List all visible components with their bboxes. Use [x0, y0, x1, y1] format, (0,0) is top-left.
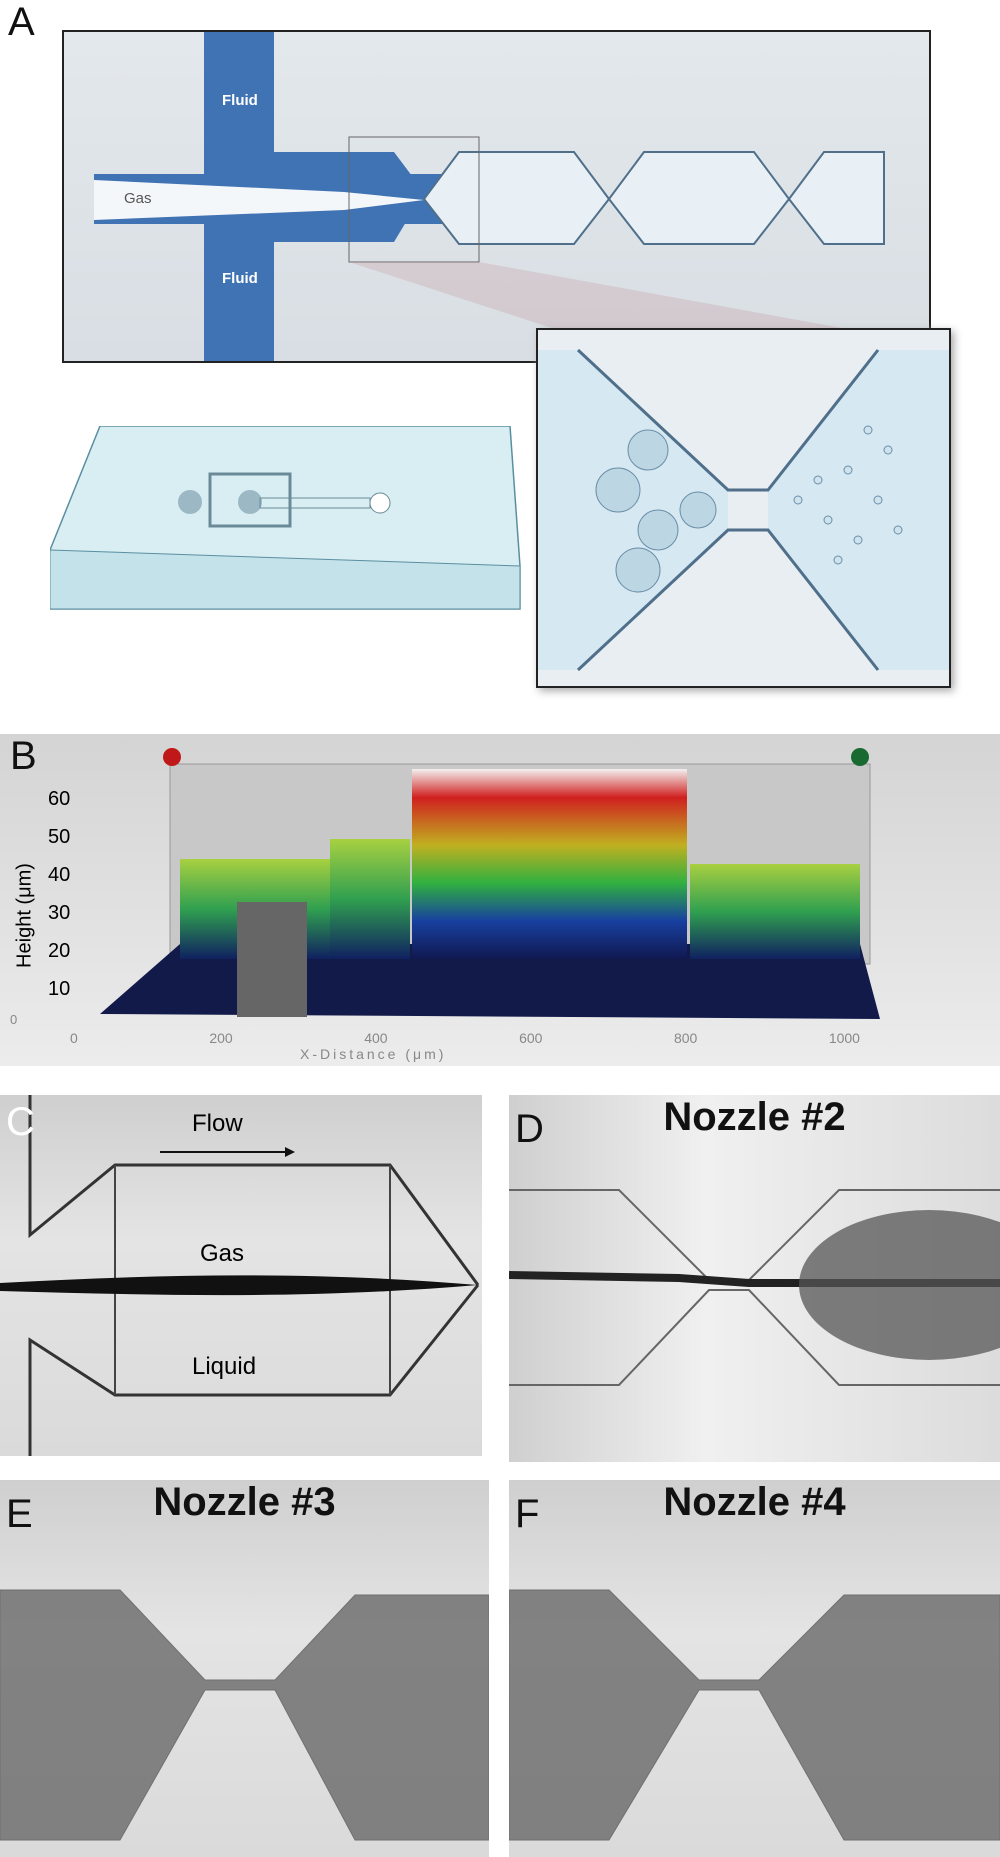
z-tick: 0: [10, 1012, 18, 1027]
panel-a-nozzle-inset: [536, 328, 951, 688]
panel-b-surface-plot: B Height (μm) 60 50 40 30 20 10 0 0 200 …: [0, 734, 1000, 1066]
panel-e-label: E: [6, 1492, 33, 1536]
z-ticks: 60 50 40 30 20 10: [48, 780, 70, 1008]
panel-d-title: Nozzle #2: [663, 1095, 846, 1139]
x-ticks: 0 200 400 600 800 1000: [70, 1030, 860, 1046]
x-tick: 400: [364, 1030, 388, 1046]
z-tick: 10: [48, 978, 71, 1000]
x-tick: 0: [70, 1030, 78, 1046]
x-tick: 1000: [828, 1030, 860, 1046]
fluid-bottom-label: Fluid: [222, 270, 258, 287]
x-tick: 200: [209, 1030, 233, 1046]
panel-a-projection: [50, 426, 950, 686]
z-tick: 20: [48, 940, 71, 962]
x-axis-label: X-Distance (μm): [300, 1046, 447, 1062]
z-tick: 30: [48, 902, 71, 924]
gas-label: Gas: [124, 190, 152, 207]
panel-c-micrograph: C Flow Gas Liquid: [0, 1095, 482, 1456]
panel-f-micrograph: F Nozzle #4: [509, 1480, 1000, 1857]
panel-a-channel-diagram: Fluid Fluid Gas: [62, 30, 931, 363]
z-tick: 50: [48, 826, 71, 848]
gas-phase-label: Gas: [200, 1240, 245, 1267]
z-tick: 60: [48, 788, 71, 810]
chart-bar-center-chamber: [412, 769, 687, 959]
fluid-top-label: Fluid: [222, 92, 258, 109]
flow-label: Flow: [192, 1110, 243, 1137]
panel-b-label: B: [10, 734, 37, 778]
z-tick: 40: [48, 864, 71, 886]
x-tick: 800: [673, 1030, 698, 1046]
panel-f-title: Nozzle #4: [663, 1480, 846, 1524]
panel-c-label: C: [6, 1100, 35, 1144]
liquid-phase-label: Liquid: [192, 1353, 257, 1380]
panel-d-micrograph: D Nozzle #2: [509, 1095, 1000, 1462]
panel-f-label: F: [515, 1492, 540, 1536]
panel-d-label: D: [515, 1107, 544, 1151]
x-tick: 600: [519, 1030, 543, 1046]
panel-a-label: A: [8, 0, 35, 44]
panel-e-title: Nozzle #3: [153, 1480, 336, 1524]
panel-e-micrograph: E Nozzle #3: [0, 1480, 489, 1857]
y-axis-label: Height (μm): [13, 863, 36, 968]
